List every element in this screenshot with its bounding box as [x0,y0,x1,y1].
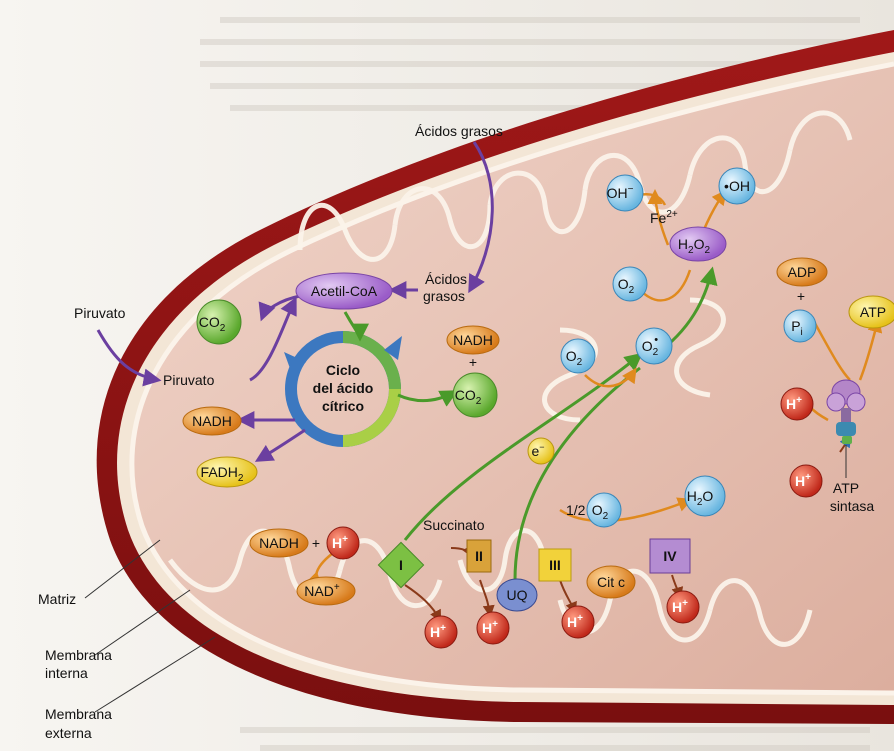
cyt-c-label: Cit c [597,574,625,590]
inner-membrane-label-2: interna [45,665,88,681]
fatty-acids-inner-label-1: Ácidos [425,271,467,287]
proton-near-nadh: H+ [327,527,359,559]
complex-III-label: III [549,557,561,573]
water-molecule: H2O [685,476,725,516]
complex-IV: IV [650,539,690,573]
plus-sign-adp: + [797,288,805,304]
fatty-acids-inner-label-2: grasos [423,288,465,304]
adp: ADP [777,258,827,286]
plus-sign-bottom: + [312,535,320,551]
co2-molecule-left: CO2 [197,300,241,344]
oxygen-molecule-left: O2 [561,339,595,373]
hydroxyl-radical: •OH [719,168,755,204]
half-label: 1/2 [566,502,586,518]
atp-synthase-label-1: ATP [833,480,859,496]
complex-III: III [539,549,571,581]
proton-complex-IV: H+ [667,591,699,623]
matrix-label: Matriz [38,591,76,607]
cycle-label-line-3: cítrico [322,398,364,414]
complex-II-label: II [475,548,483,564]
co2-molecule-right: CO2 [453,373,497,417]
ubiquinone: UQ [497,579,537,611]
complex-IV-label: IV [663,548,677,564]
cycle-label-line-2: del ácido [313,380,374,396]
nad-plus: NAD+ [297,577,355,605]
outer-membrane-label-2: externa [45,725,92,741]
electron: e− [528,438,554,464]
pyruvate-outer-label: Piruvato [74,305,126,321]
adp-label: ADP [788,264,817,280]
hydroxyl-radical-label: •OH [724,178,750,194]
pyruvate-inner-label: Piruvato [163,372,215,388]
nadh-left: NADH [183,407,241,435]
acetyl-coa: Acetil-CoA [296,273,392,309]
cycle-label-line-1: Ciclo [326,362,360,378]
fadh2: FADH2 [197,457,257,487]
fatty-acids-outer-label: Ácidos grasos [415,123,503,139]
ubiquinone-label: UQ [507,587,528,603]
outer-membrane-label-1: Membrana [45,706,112,722]
nadh-right-label: NADH [453,332,493,348]
oxygen-molecule-lower: O2 [587,493,621,527]
proton-complex-III: H+ [562,606,594,638]
inner-membrane-label-1: Membrana [45,647,112,663]
proton-complex-II: H+ [477,612,509,644]
hydrogen-peroxide: H2O2 [670,227,726,261]
complex-II: II [467,540,491,572]
oxygen-molecule-upper: O2 [613,267,647,301]
nadh-bottom-label: NADH [259,535,299,551]
cytochrome-c: Cit c [587,566,635,598]
atp-label: ATP [860,304,886,320]
phosphate: Pi [784,310,816,342]
proton-near-synthase-lower: H+ [790,465,822,497]
proton-near-synthase-upper: H+ [781,388,813,420]
complex-I-label: I [399,557,403,573]
atp: ATP [849,296,894,328]
plus-sign-right: + [469,354,477,370]
succinate-label: Succinato [423,517,485,533]
atp-synthase-label-2: sintasa [830,498,875,514]
hydroxide-ion: OH− [607,175,643,211]
superoxide-molecule: O2• [636,328,672,364]
acetyl-coa-label: Acetil-CoA [311,283,378,299]
proton-complex-I: H+ [425,616,457,648]
nadh-left-label: NADH [192,413,232,429]
